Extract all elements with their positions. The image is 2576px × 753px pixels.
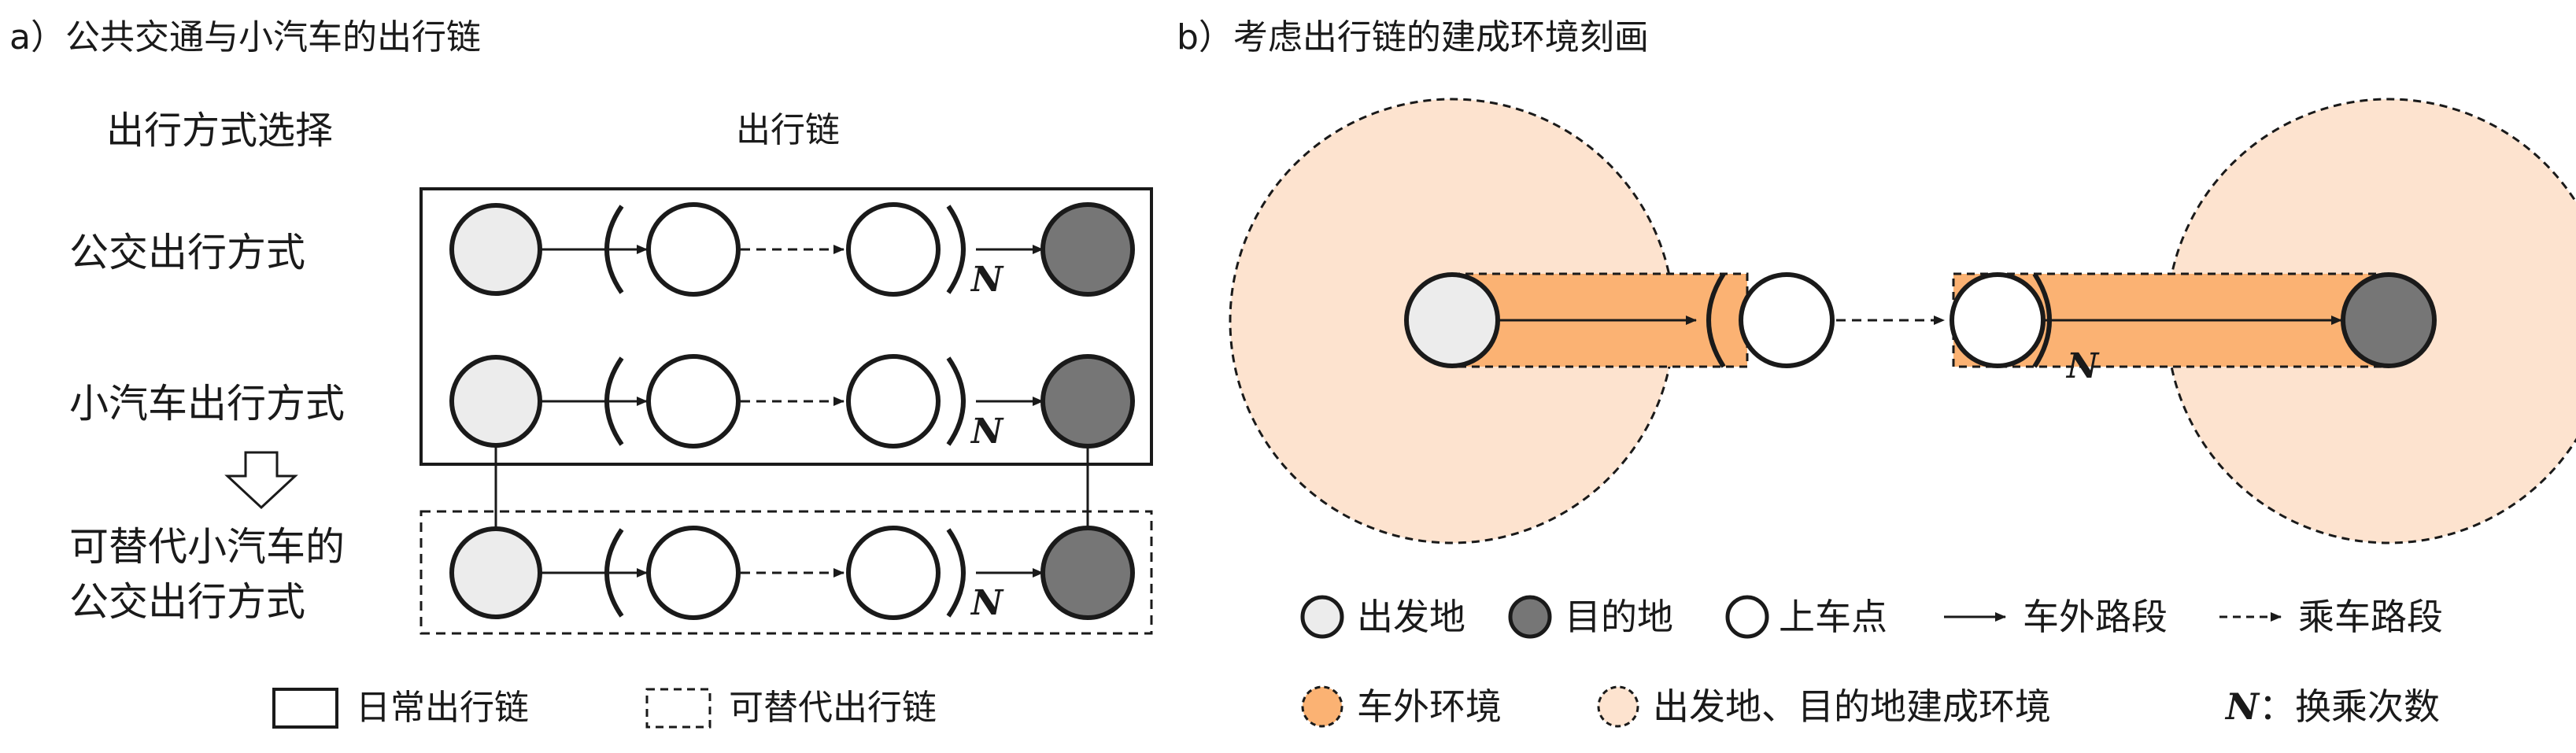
boarding-node <box>846 526 941 620</box>
boarding-node <box>846 202 941 297</box>
legend-n-key: N <box>2224 685 2260 728</box>
legend-in-vehicle-segment-label: 乘车路段 <box>2298 596 2443 638</box>
panel-a-legend: 日常出行链 可替代出行链 <box>272 688 937 729</box>
chain-row-transit: N <box>449 202 1135 300</box>
panel-b-legend-row-1: 出发地 目的地 上车点 车外路段 乘车路段 <box>1300 595 2443 639</box>
chain-row-car: N <box>449 354 1135 452</box>
legend-origin-label: 出发地 <box>1357 596 1465 638</box>
origin-node <box>449 526 542 619</box>
panel-b: b）考虑出行链的建成环境刻画 N 出发地 目的地 上车点 车外路段 <box>1177 17 2576 728</box>
daily-chain-box <box>419 187 1153 466</box>
boarding-node <box>1739 272 1835 368</box>
legend-boarding-icon <box>1725 595 1769 639</box>
legend-od-env-icon <box>1597 685 1639 728</box>
destination-node <box>2341 272 2437 368</box>
legend-alternative-chain-label: 可替代出行链 <box>729 688 937 728</box>
origin-node <box>449 203 542 296</box>
legend-n-desc: ：换乘次数 <box>2259 685 2440 728</box>
alternative-chain-box <box>419 510 1153 635</box>
legend-destination-icon <box>1508 595 1552 639</box>
boarding-node <box>1950 272 2046 368</box>
boarding-node <box>646 354 741 448</box>
origin-node <box>1404 272 1500 368</box>
destination-node <box>1040 526 1135 620</box>
legend-boarding-label: 上车点 <box>1779 596 1887 638</box>
down-arrow-icon <box>224 451 298 510</box>
legend-daily-chain-label: 日常出行链 <box>356 688 529 728</box>
panel-a: a）公共交通与小汽车的出行链 出行方式选择 出行链 公交出行方式 小汽车出行方式… <box>9 17 1153 729</box>
legend-off-vehicle-env-icon <box>1301 685 1343 728</box>
transfer-count-n: N <box>970 412 1004 452</box>
legend-origin-icon <box>1300 595 1344 639</box>
boarding-node <box>646 526 741 620</box>
row-label-transit: 公交出行方式 <box>69 230 305 275</box>
panel-b-legend-row-2: 车外环境 出发地、目的地建成环境 N ：换乘次数 <box>1301 685 2440 728</box>
origin-node <box>449 355 542 448</box>
chain-row-alt-transit: N <box>449 526 1135 623</box>
boarding-node <box>646 202 741 297</box>
panel-a-title: a）公共交通与小汽车的出行链 <box>9 17 481 57</box>
legend-off-vehicle-segment-label: 车外路段 <box>2023 596 2168 638</box>
legend-solid-box-icon <box>272 688 338 729</box>
row-label-alt-transit-line1: 可替代小汽车的 <box>69 524 345 570</box>
legend-destination-label: 目的地 <box>1565 596 1673 638</box>
row-label-car: 小汽车出行方式 <box>69 381 345 426</box>
destination-node <box>1040 202 1135 297</box>
destination-node <box>1040 354 1135 448</box>
travel-chain-header: 出行链 <box>736 110 840 150</box>
boarding-node <box>846 354 941 448</box>
legend-off-vehicle-env-label: 车外环境 <box>1357 685 1502 728</box>
transfer-count-n: N <box>2065 346 2100 386</box>
transfer-count-n: N <box>970 583 1004 623</box>
panel-b-title: b）考虑出行链的建成环境刻画 <box>1177 17 1649 57</box>
row-label-alt-transit-line2: 公交出行方式 <box>69 579 305 625</box>
legend-dashed-box-icon <box>645 688 711 729</box>
transfer-count-n: N <box>970 260 1004 300</box>
legend-od-env-label: 出发地、目的地建成环境 <box>1653 685 2051 728</box>
mode-choice-header: 出行方式选择 <box>106 109 333 153</box>
